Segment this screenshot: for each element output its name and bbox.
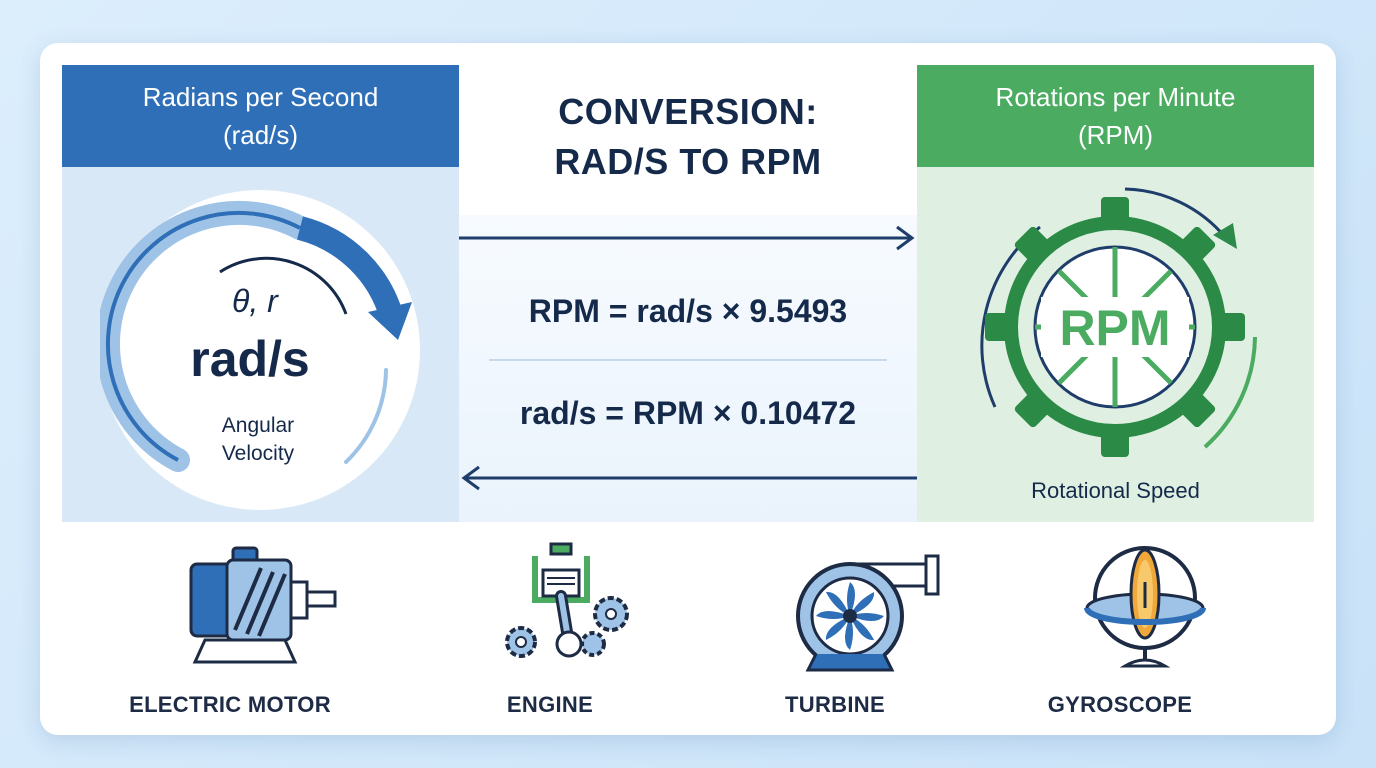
angular-caption-line2: Velocity: [222, 442, 295, 465]
conversion-title-line1: CONVERSION:: [558, 91, 818, 132]
application-electric-motor: ELECTRIC MOTOR: [100, 522, 360, 735]
gear-icon: RPM: [980, 187, 1257, 457]
formula-rpm-to-rad: rad/s = RPM × 0.10472: [519, 395, 857, 431]
rotational-speed-caption: Rotational Speed: [1031, 478, 1200, 503]
gear-rpm-label: RPM: [1059, 300, 1170, 356]
formula-divider: [489, 359, 887, 361]
engine-icon: [505, 542, 629, 658]
rad-per-second-panel: Radians per Second (rad/s) θ, r rad/s An…: [62, 65, 459, 522]
electric-motor-icon: [189, 546, 337, 664]
conversion-card: Radians per Second (rad/s) θ, r rad/s An…: [40, 43, 1336, 735]
rpm-unit: (RPM): [1077, 120, 1154, 150]
angular-velocity-arrow-icon: θ, r rad/s Angular Velocity: [95, 200, 412, 472]
conversion-title: CONVERSION: RAD/S TO RPM: [459, 87, 917, 187]
applications-row: ELECTRIC MOTOR ENGINE: [40, 522, 1336, 735]
application-turbine: TURBINE: [705, 522, 965, 735]
engine-label: ENGINE: [506, 692, 594, 717]
conversion-title-line2: RAD/S TO RPM: [554, 141, 822, 182]
formula-background: [459, 215, 917, 522]
formula-rad-to-rpm: RPM = rad/s × 9.5493: [528, 293, 848, 329]
rpm-title: Rotations per Minute: [995, 82, 1236, 112]
rpm-panel: Rotations per Minute (RPM): [917, 65, 1314, 522]
angular-velocity-circle: θ, r rad/s Angular Velocity: [95, 190, 420, 510]
rad-per-second-unit: (rad/s): [222, 120, 299, 150]
rad-per-second-header: Radians per Second (rad/s): [62, 65, 459, 167]
gyroscope-icon: [1084, 546, 1206, 668]
rpm-header: Rotations per Minute (RPM): [917, 65, 1314, 167]
gyroscope-label: GYROSCOPE: [1047, 692, 1193, 717]
turbine-label: TURBINE: [785, 692, 885, 717]
right-arrow-icon: [459, 225, 915, 251]
application-gyroscope: GYROSCOPE: [990, 522, 1250, 735]
left-arrow-icon: [461, 465, 917, 491]
turbine-icon: [796, 554, 940, 672]
rad-per-second-title: Radians per Second: [142, 82, 379, 112]
electric-motor-label: ELECTRIC MOTOR: [129, 692, 331, 717]
conversion-top-section: Radians per Second (rad/s) θ, r rad/s An…: [62, 65, 1314, 522]
rad-s-unit-text: rad/s: [190, 331, 310, 387]
conversion-formulas-section: CONVERSION: RAD/S TO RPM RPM = rad/s × 9…: [459, 65, 917, 522]
application-engine: ENGINE: [420, 522, 680, 735]
angular-caption-line1: Angular: [222, 414, 294, 437]
symbols-text: θ, r: [232, 283, 279, 319]
